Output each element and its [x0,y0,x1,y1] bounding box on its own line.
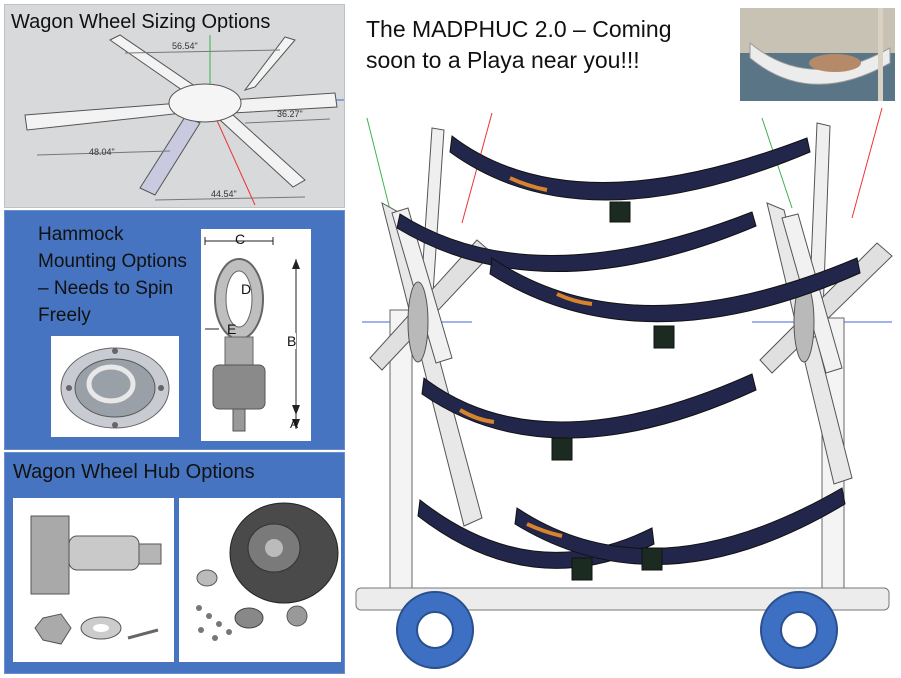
d-ring-photo [51,336,179,437]
dimension-label-e: E [227,321,237,337]
hammock-row-5 [417,487,846,581]
spindle-photo [13,498,174,662]
dimension-label: 36.27" [277,109,303,119]
dimension-label-c: C [235,231,246,247]
slide-title: The MADPHUC 2.0 – Coming soon to a Playa… [366,14,706,76]
hub-options-title: Wagon Wheel Hub Options [13,461,255,483]
slide-title-line: The MADPHUC 2.0 – Coming [366,16,672,42]
dimension-label-b: B [287,333,297,349]
hammock-row-3 [489,257,861,349]
hammock-row-1 [449,135,811,223]
wheel-right [760,591,838,669]
hammock-row-2 [396,211,757,272]
d-ring-icon [60,347,170,429]
wagon-sizing-panel: Wagon Wheel Sizing Options 56.54" 36.27"… [4,4,345,208]
wagon-sizing-title: Wagon Wheel Sizing Options [11,11,271,33]
hammock-mounting-panel: Hammock Mounting Options – Needs to Spin… [4,210,345,450]
wagon-wheel-sketch [24,34,344,206]
dimension-label: 44.54" [211,189,237,199]
dimension-label: 48.04" [89,147,115,157]
hammock-mounting-title: Hammock Mounting Options – Needs to Spin… [38,221,187,329]
hub-options-panel: Wagon Wheel Hub Options [4,452,345,674]
eye-bolt-diagram: C D E B A [201,229,311,441]
wheel-left [396,591,474,669]
hammock-row-4 [421,373,757,461]
title-line: Mounting Options [38,251,187,272]
title-line: Freely [38,305,91,326]
slide-title-line: soon to a Playa near you!!! [366,47,640,73]
dimension-label-d: D [241,281,252,297]
hammock-photo-icon [740,8,895,101]
dimension-label-a: A [290,417,299,431]
dimension-label: 56.54" [172,41,198,51]
hub-drum-icon [196,502,339,641]
spindle-icon [30,515,162,645]
eye-bolt-icon [204,237,300,432]
madphuc-frame-illustration [355,108,893,669]
title-line: Hammock [38,224,124,245]
hammock-photo [740,8,895,101]
title-line: – Needs to Spin [38,278,174,299]
hub-drum-photo [179,498,341,662]
